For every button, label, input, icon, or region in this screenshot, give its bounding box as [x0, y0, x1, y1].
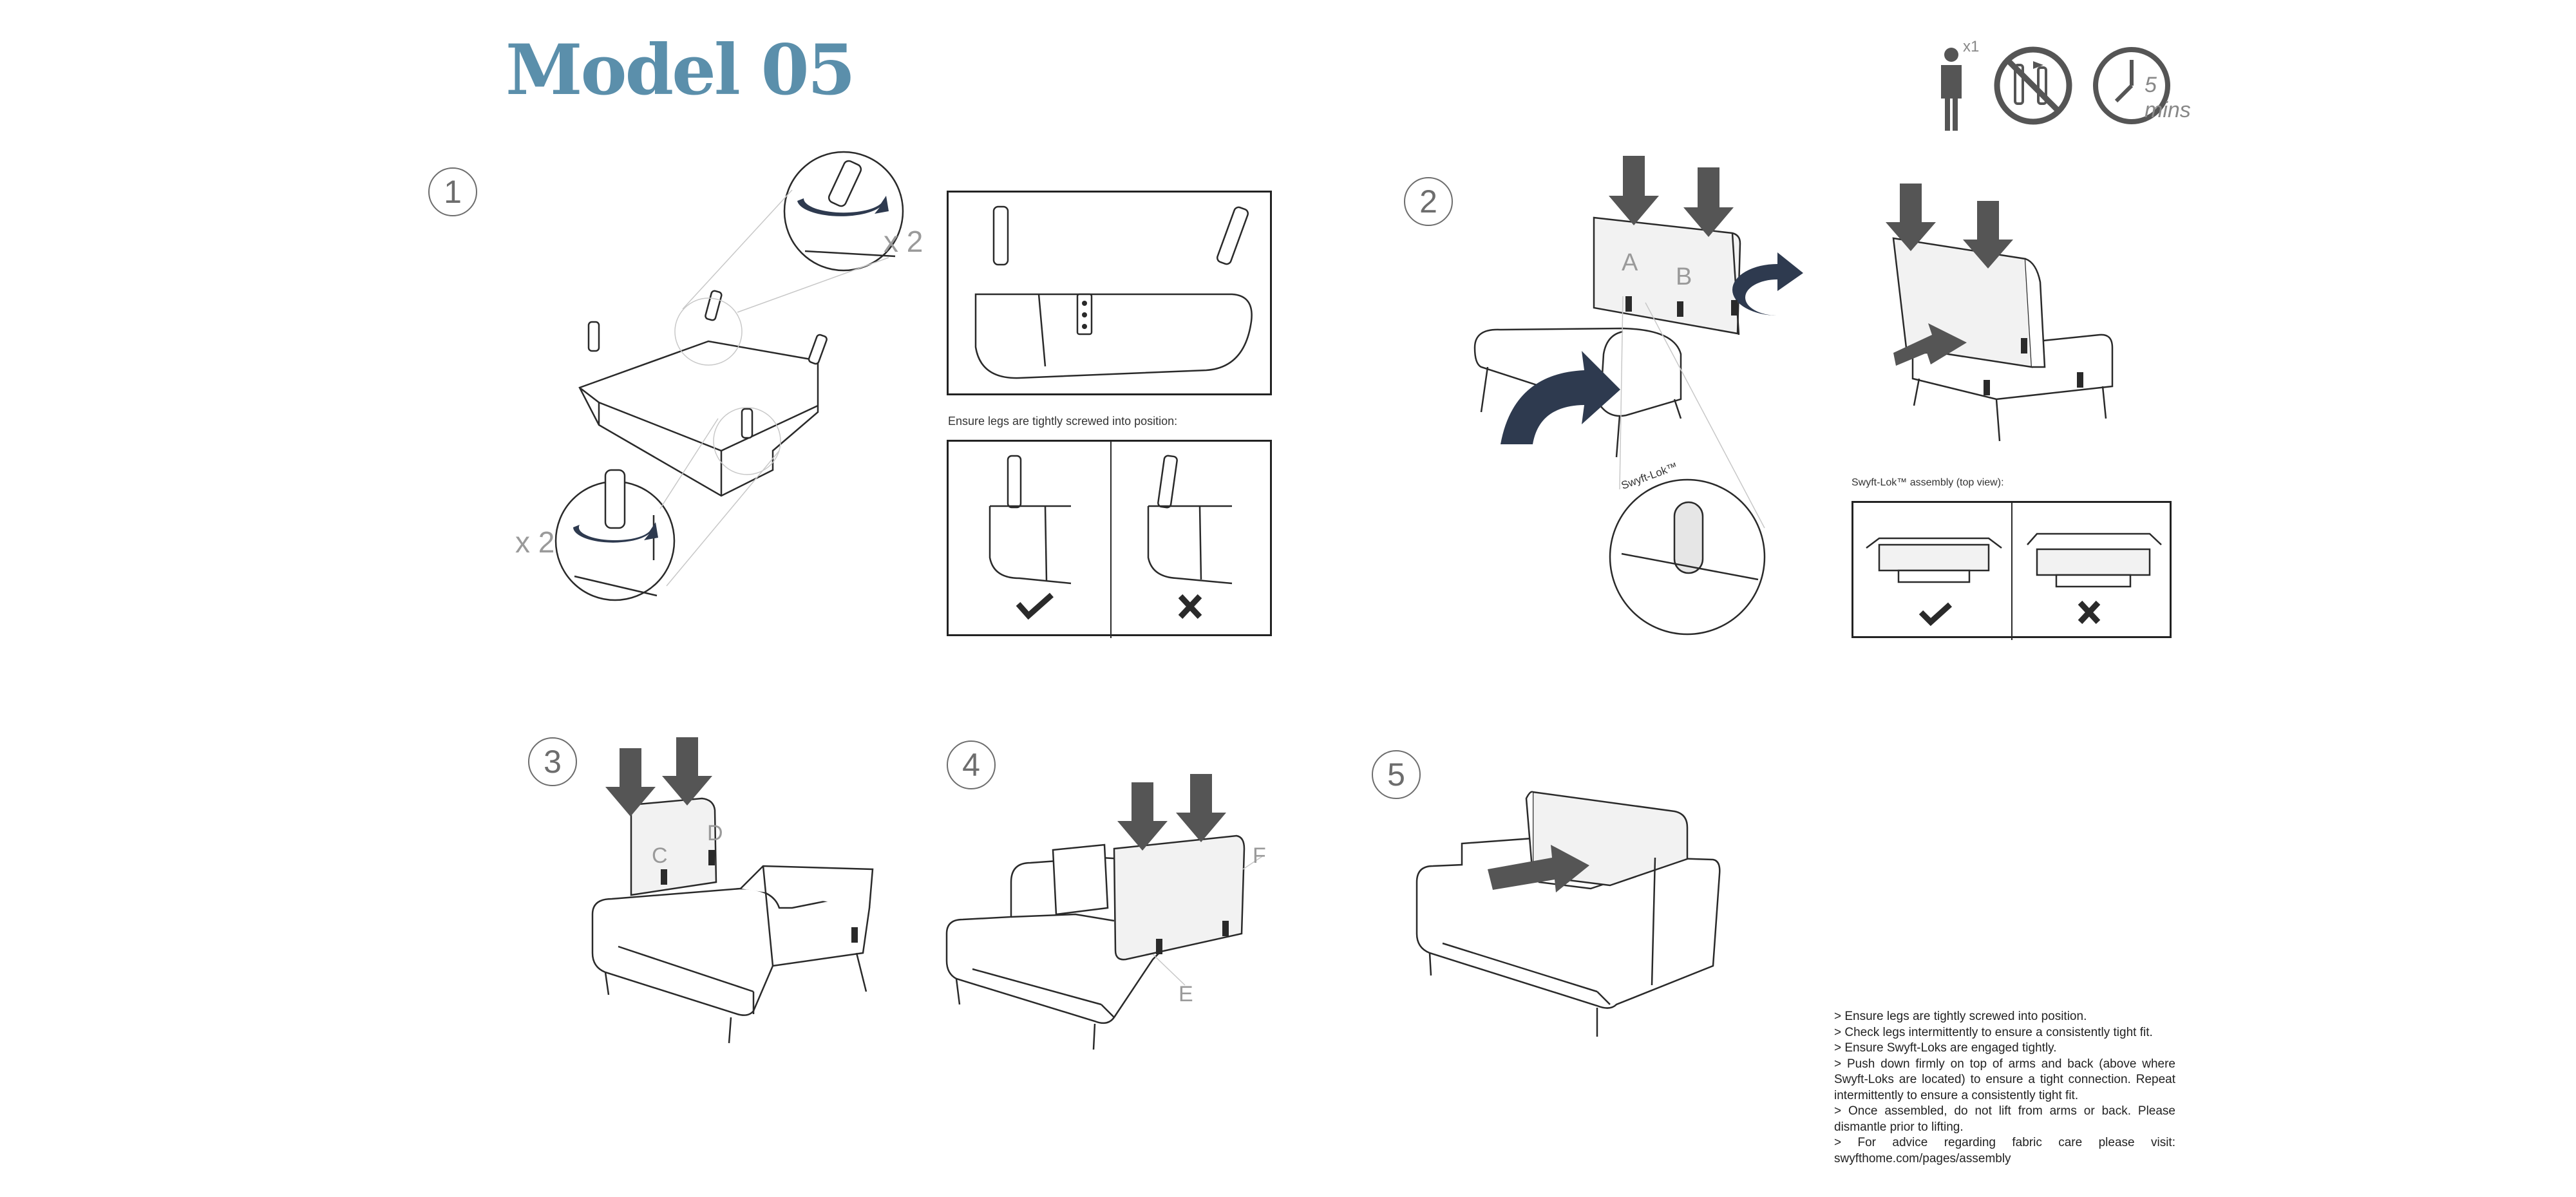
topview-caption: Swyft-Lok™ assembly (top view):: [1852, 477, 2004, 488]
assembly-notes: > Ensure legs are tightly screwed into p…: [1834, 1009, 2175, 1167]
step-number-1: 1: [428, 167, 477, 216]
cross-icon: [1178, 594, 1202, 619]
note-item: > Check legs intermittently to ensure a …: [1834, 1025, 2153, 1039]
person-count: x1: [1963, 38, 1980, 55]
step3-illustration: C D: [591, 737, 874, 1044]
swyft-lok-topview-illustration: [1866, 503, 2162, 640]
note-item: > For advice regarding fabric care pleas…: [1834, 1136, 2175, 1165]
step2-arm-illustration: A B Swyft-Lok™: [1473, 156, 1803, 636]
step-number-4: 4: [947, 740, 996, 789]
clock-icon: [2093, 47, 2170, 124]
legs-caption: Ensure legs are tightly screwed into pos…: [948, 415, 1178, 428]
label-c: C: [652, 844, 668, 868]
label-a: A: [1622, 249, 1638, 276]
header-icons: x1 5 mins: [1926, 35, 2209, 138]
step4-illustration: F E: [945, 774, 1266, 1050]
swyft-lok-topview-box: [1852, 501, 2172, 640]
page-title: Model 05: [506, 30, 856, 111]
legs-detail-box: [947, 191, 1272, 395]
step-number-3: 3: [528, 737, 577, 786]
multiplier-top: x 2: [884, 225, 923, 258]
legs-check-box: [947, 440, 1272, 638]
note-item: > Ensure legs are tightly screwed into p…: [1834, 1010, 2087, 1023]
cross-icon: [2078, 600, 2101, 625]
label-e: E: [1179, 982, 1193, 1006]
time-label: 5 mins: [2145, 73, 2191, 122]
check-icon: [1918, 602, 1953, 627]
no-tools-icon: [1994, 46, 2072, 125]
check-icon: [1016, 592, 1054, 620]
step1-base-illustration: [554, 151, 904, 601]
legs-check-illustration: [989, 442, 1233, 638]
label-f: F: [1253, 844, 1266, 868]
label-b: B: [1676, 263, 1692, 290]
step-number-2: 2: [1404, 177, 1453, 226]
step-number-5: 5: [1372, 750, 1421, 799]
legs-detail-illustration: [974, 205, 1253, 379]
person-icon: [1941, 48, 1962, 131]
step2-back-illustration: [1886, 184, 2114, 442]
label-d: D: [707, 821, 723, 845]
note-item: > Ensure Swyft-Loks are engaged tightly.: [1834, 1041, 2057, 1055]
note-item: > Once assembled, do not lift from arms …: [1834, 1104, 2175, 1134]
multiplier-bottom: x 2: [515, 525, 555, 559]
step5-illustration: [1416, 791, 1721, 1037]
note-item: > Push down firmly on top of arms and ba…: [1834, 1057, 2175, 1102]
